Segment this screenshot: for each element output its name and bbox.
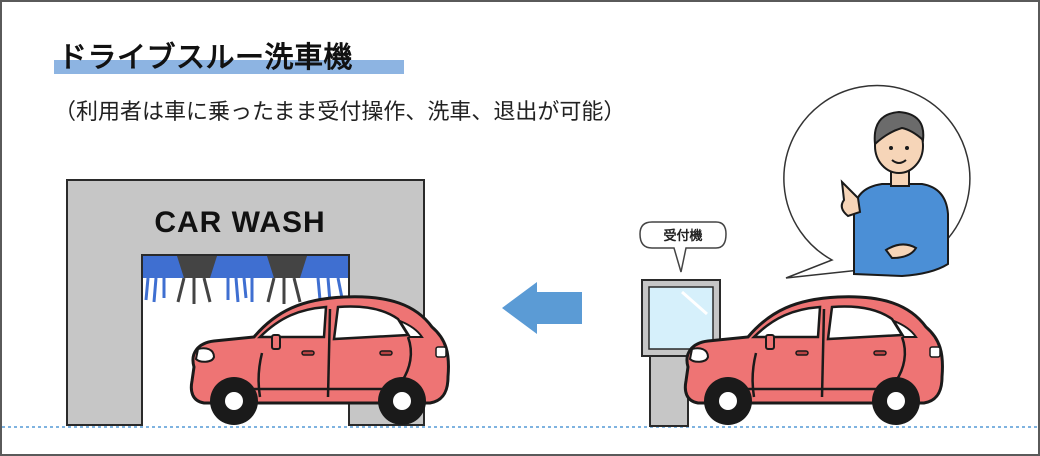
page-title: ドライブスルー洗車機 xyxy=(58,40,354,74)
car-wash-gate-icon: CAR WASH xyxy=(66,179,425,426)
car-wash-sign: CAR WASH xyxy=(154,206,325,239)
car-icon xyxy=(683,295,944,427)
page-subtitle: （利用者は車に乗ったまま受付操作、洗車、退出が可能） xyxy=(54,100,626,125)
person-icon xyxy=(840,110,949,278)
person-bubble xyxy=(783,84,971,279)
kiosk-label: 受付機 xyxy=(663,228,702,244)
car-icon xyxy=(189,295,450,427)
arrow-left-icon xyxy=(502,282,582,334)
title-underline xyxy=(54,60,404,74)
speech-bubble-icon: 受付機 xyxy=(639,221,727,273)
